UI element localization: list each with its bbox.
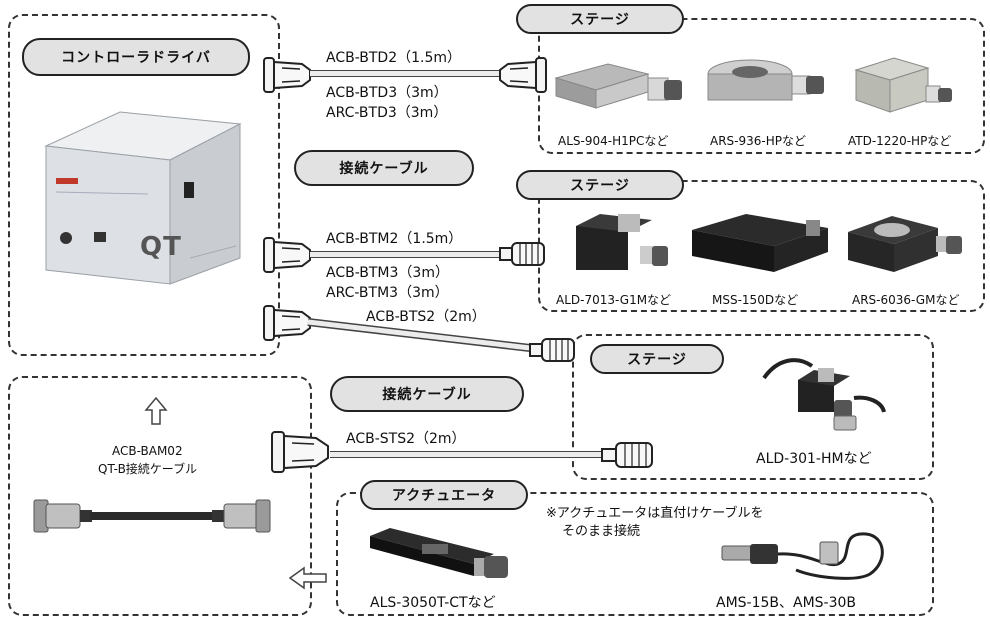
stage2-product-2-label: MSS-150Dなど xyxy=(712,293,799,307)
btd-right-connector-icon xyxy=(499,57,547,93)
sts-cable-line xyxy=(330,451,604,458)
bts-cable-label: ACB-BTS2（2m） xyxy=(366,309,486,325)
stage2-product-1-label: ALD-7013-G1Mなど xyxy=(556,293,672,307)
actuator-product-2-image xyxy=(721,532,884,580)
actuator-note-line-1: ※アクチュエータは直付けケーブルを xyxy=(546,506,764,521)
controller-group-box xyxy=(8,14,280,356)
bts-round-connector-icon xyxy=(529,338,575,362)
btm-round-connector-icon xyxy=(499,242,545,266)
btd-cable-label-2: ACB-BTD3（3m） xyxy=(326,85,448,101)
btd-cable-label-3: ARC-BTD3（3m） xyxy=(326,105,448,121)
controller-title: コントローラドライバ xyxy=(22,38,250,76)
up-arrow-icon xyxy=(144,396,168,425)
btd-cable-line xyxy=(310,70,500,77)
stage1-product-3-label: ATD-1220-HPなど xyxy=(848,134,952,148)
btm-cable-line xyxy=(310,251,502,258)
stage2-product-3-image xyxy=(848,216,962,272)
bam-cable-name: QT-B接続ケーブル xyxy=(98,462,198,476)
btm-left-connector-icon xyxy=(263,237,311,273)
stage2-product-1-image xyxy=(576,214,668,270)
bam-cable-group-box xyxy=(8,376,312,616)
btm-cable-label-2: ACB-BTM3（3m） xyxy=(326,265,449,281)
stage3-product-label: ALD-301-HMなど xyxy=(756,451,872,467)
actuator-title: アクチュエータ xyxy=(360,480,528,510)
actuator-product-1-label: ALS-3050T-CTなど xyxy=(370,595,496,611)
stage-group-3-box xyxy=(572,334,934,480)
actuator-group-box xyxy=(336,492,934,616)
sts-cable-label: ACB-STS2（2m） xyxy=(346,431,466,447)
bts-left-connector-icon xyxy=(263,305,311,341)
bam-cable-model: ACB-BAM02 xyxy=(112,444,183,458)
controller-logo: QT xyxy=(140,232,182,262)
stage2-product-3-label: ARS-6036-GMなど xyxy=(852,293,960,307)
stage-1-title: ステージ xyxy=(516,4,684,34)
stage3-product-image xyxy=(762,358,886,431)
sts-round-connector-icon xyxy=(601,442,653,468)
stage1-product-2-label: ARS-936-HPなど xyxy=(710,134,806,148)
stage-2-title: ステージ xyxy=(516,170,684,200)
btd-left-connector-icon xyxy=(263,57,311,93)
bam-cable-image xyxy=(33,499,271,533)
stage-3-title: ステージ xyxy=(590,344,724,374)
controller-device-image xyxy=(44,111,242,285)
btm-cable-label-1: ACB-BTM2（1.5m） xyxy=(326,231,463,247)
cable-section-2-title: 接続ケーブル xyxy=(330,376,524,412)
stage1-product-2-image xyxy=(707,59,824,101)
stage1-product-1-label: ALS-904-H1PCなど xyxy=(558,134,669,148)
btm-cable-label-3: ARC-BTM3（3m） xyxy=(326,285,449,301)
btd-cable-label-1: ACB-BTD2（1.5m） xyxy=(326,50,462,66)
sts-left-connector-icon xyxy=(271,431,329,473)
left-arrow-icon xyxy=(288,566,327,590)
actuator-note-line-2: そのまま接続 xyxy=(562,524,641,539)
stage1-product-1-image xyxy=(554,63,682,109)
stage2-product-2-image xyxy=(692,214,828,272)
bts-cable-line xyxy=(307,318,531,352)
actuator-product-2-label: AMS-15B、AMS-30B xyxy=(716,595,857,611)
actuator-product-1-image xyxy=(370,528,508,578)
cable-section-1-title: 接続ケーブル xyxy=(294,150,474,186)
stage1-product-3-image xyxy=(854,57,952,113)
